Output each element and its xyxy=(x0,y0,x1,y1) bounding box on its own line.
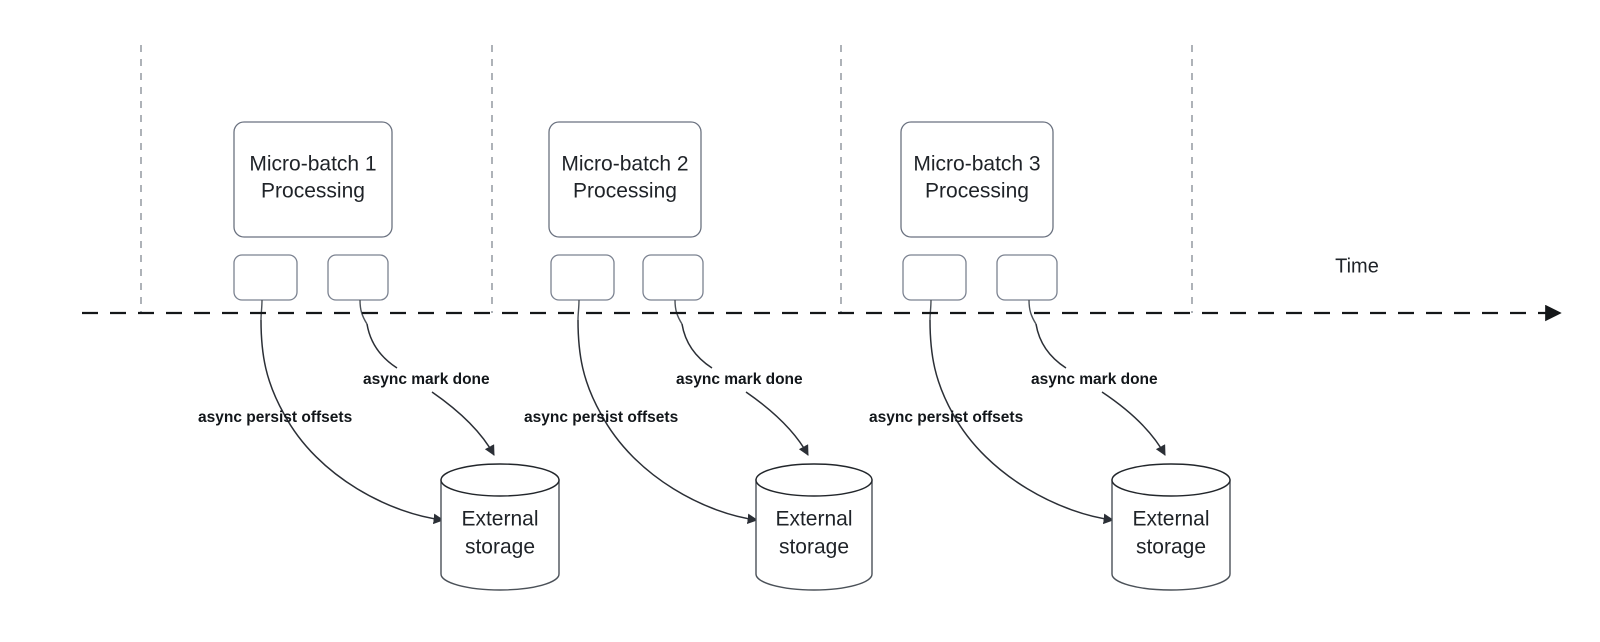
batch-box-2[interactable] xyxy=(548,121,702,238)
edge-label-mark-done-2: async mark done xyxy=(676,371,803,388)
cylinder-2-body xyxy=(755,479,873,591)
task-box-persist-1[interactable] xyxy=(233,254,298,301)
cylinder-3-body xyxy=(1111,479,1231,591)
batch-box-3-label-line2: Processing xyxy=(925,180,1029,203)
batch-box-1-label-line1: Micro-batch 1 xyxy=(249,153,376,176)
batch-box-2-label-line2: Processing xyxy=(573,180,677,203)
edge-label-mark-done-1: async mark done xyxy=(363,371,490,388)
batch-box-1-label-line2: Processing xyxy=(261,180,365,203)
batch-box-3[interactable] xyxy=(900,121,1054,238)
cylinder-2-label-line2: storage xyxy=(779,536,849,559)
edge-label-persist-offsets-2: async persist offsets xyxy=(524,409,678,426)
task-stem-markdone-1 xyxy=(359,299,368,325)
edge-mark-done-1-seg2 xyxy=(431,391,495,456)
cylinder-1-body xyxy=(440,479,560,591)
task-box-persist-3[interactable] xyxy=(902,254,967,301)
edge-mark-done-2-seg1 xyxy=(681,323,713,369)
edge-mark-done-2-seg2 xyxy=(745,391,809,456)
cylinder-3-label-line2: storage xyxy=(1136,536,1206,559)
task-stem-persist-1 xyxy=(260,299,263,321)
edge-persist-offsets-3 xyxy=(929,319,1115,525)
batch-box-3-label-line1: Micro-batch 3 xyxy=(913,153,1040,176)
task-stem-persist-3 xyxy=(929,299,932,321)
edge-persist-offsets-1 xyxy=(260,319,445,525)
timeline-axis-label: Time xyxy=(1335,255,1379,277)
edge-label-persist-offsets-1: async persist offsets xyxy=(198,409,352,426)
group-2: Micro-batch 2 Processing async persist o… xyxy=(524,121,873,591)
cylinder-3-top xyxy=(1111,463,1231,497)
cylinder-1-label-line2: storage xyxy=(465,536,535,559)
cylinder-2-label-line1: External xyxy=(775,508,852,531)
edge-label-mark-done-3: async mark done xyxy=(1031,371,1158,388)
edge-mark-done-1-seg1 xyxy=(366,323,398,369)
cylinder-external-storage-1[interactable]: External storage xyxy=(440,463,560,591)
edge-label-persist-offsets-3: async persist offsets xyxy=(869,409,1023,426)
tick-line-group xyxy=(140,45,1193,313)
task-box-markdone-2[interactable] xyxy=(642,254,704,301)
edge-persist-offsets-2 xyxy=(577,319,759,525)
cylinder-external-storage-3[interactable]: External storage xyxy=(1111,463,1231,591)
task-box-markdone-3[interactable] xyxy=(996,254,1058,301)
task-stem-markdone-3 xyxy=(1028,299,1037,325)
edge-mark-done-3-seg2 xyxy=(1101,391,1166,456)
cylinder-1-label-line1: External xyxy=(461,508,538,531)
task-box-markdone-1[interactable] xyxy=(327,254,389,301)
group-1: Micro-batch 1 Processing async persist o… xyxy=(198,121,560,591)
edge-mark-done-3-seg1 xyxy=(1035,323,1067,369)
task-stem-persist-2 xyxy=(577,299,580,321)
group-3: Micro-batch 3 Processing async persist o… xyxy=(869,121,1231,591)
cylinder-1-top xyxy=(440,463,560,497)
cylinder-3-label-line1: External xyxy=(1132,508,1209,531)
task-box-persist-2[interactable] xyxy=(550,254,615,301)
batch-box-1[interactable] xyxy=(233,121,393,238)
cylinder-2-top xyxy=(755,463,873,497)
batch-box-2-label-line1: Micro-batch 2 xyxy=(561,153,688,176)
cylinder-external-storage-2[interactable]: External storage xyxy=(755,463,873,591)
